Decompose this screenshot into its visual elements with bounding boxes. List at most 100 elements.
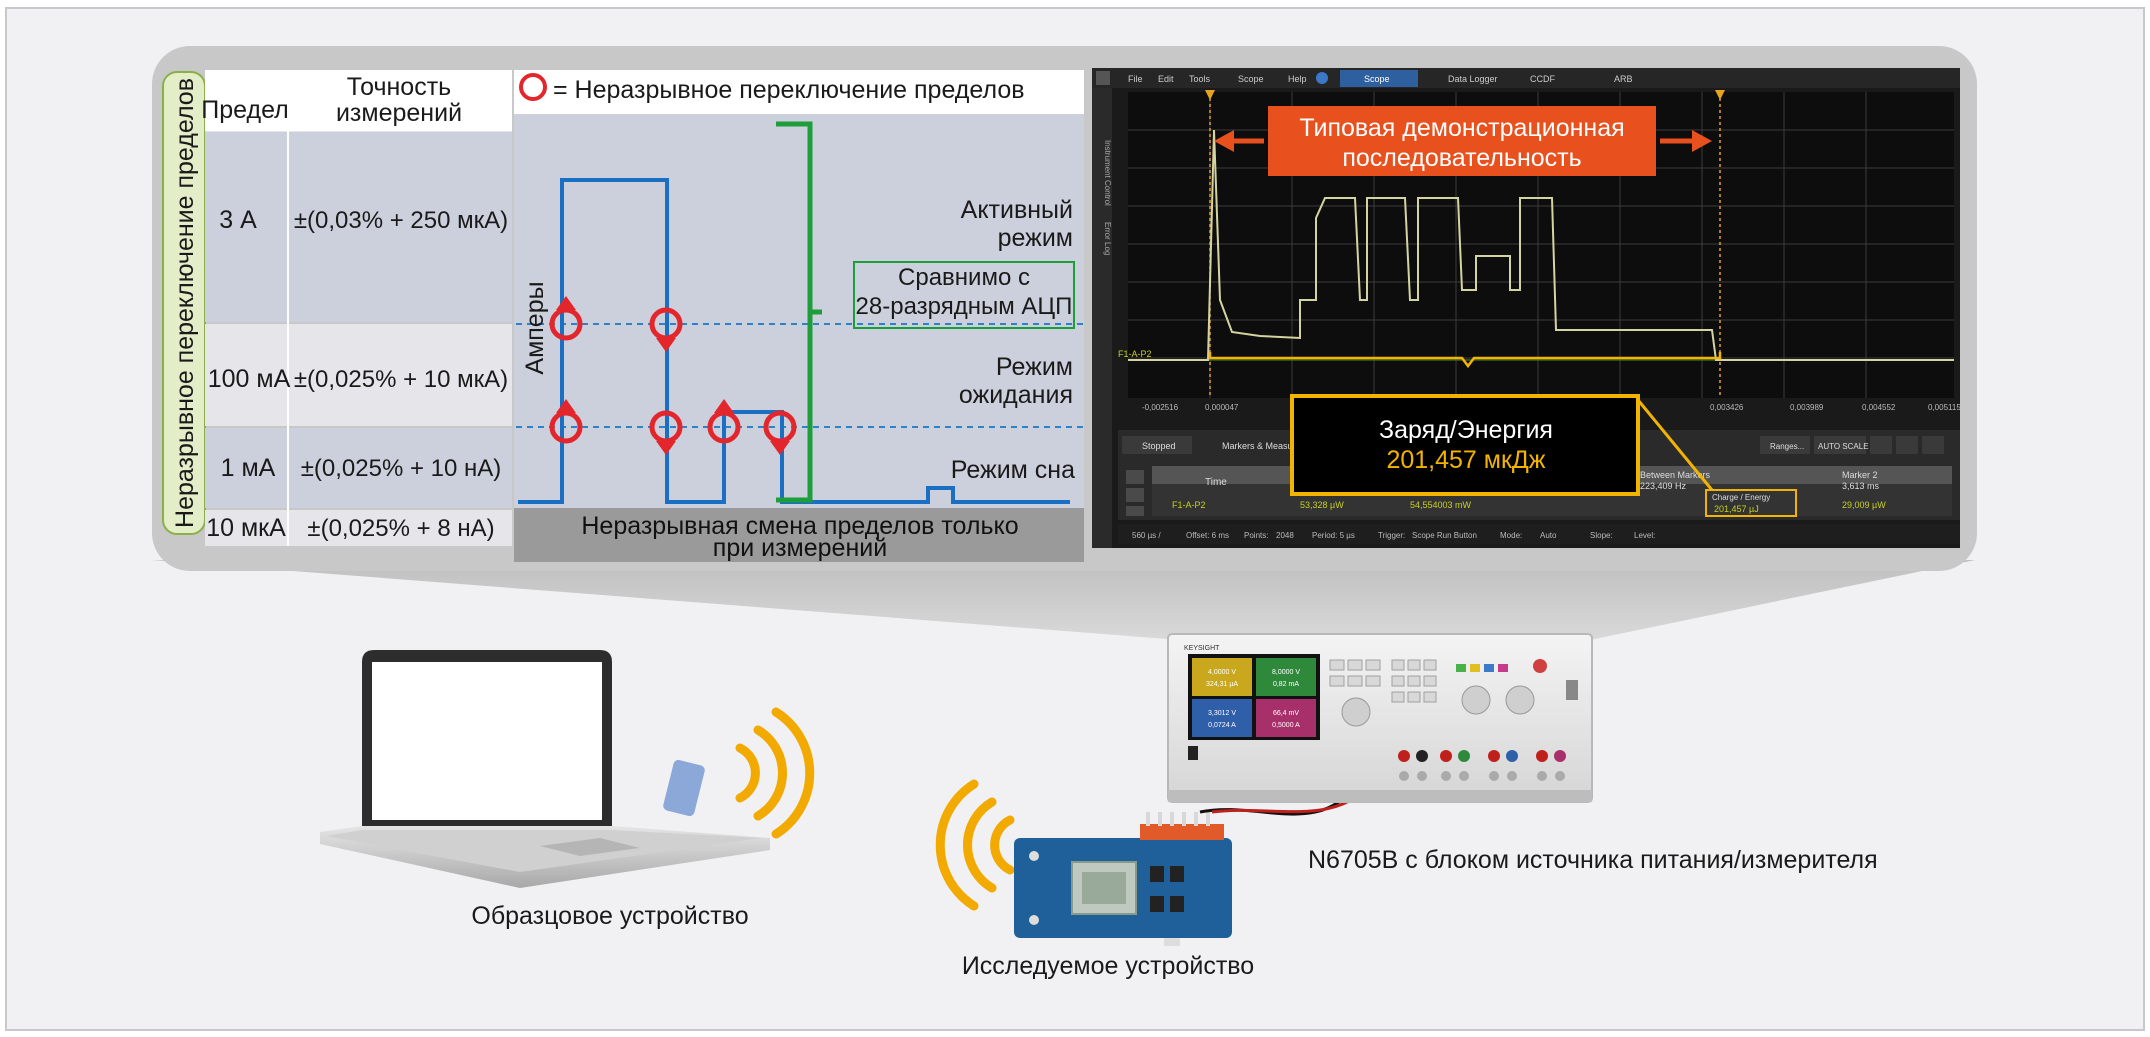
row-accuracy: ±(0,03% + 250 мкА) xyxy=(294,207,508,234)
row-channel: F1-A-P2 xyxy=(1172,500,1206,510)
points-label: Points: xyxy=(1244,531,1268,540)
markers-tab[interactable]: Markers & Measurements xyxy=(1222,441,1326,451)
legend-text: = Неразрывное переключение пределов xyxy=(553,76,1025,104)
zoom-out-icon[interactable] xyxy=(1896,436,1918,454)
ranges-button[interactable] xyxy=(1760,436,1810,454)
y-axis-label: Амперы xyxy=(521,281,549,374)
comparable-1: Сравнимо с xyxy=(898,264,1030,291)
power-switch[interactable] xyxy=(1188,746,1198,760)
current-waveform xyxy=(518,178,1070,504)
comparable-box xyxy=(853,261,1075,329)
active-mode-2: режим xyxy=(998,224,1073,252)
channel-tag: F1-A-P2 xyxy=(1118,349,1152,359)
col-charge: Charge / Energy xyxy=(1712,493,1770,502)
wifi-icon xyxy=(935,779,1015,911)
instrument-label: N6705B с блоком источника питания/измери… xyxy=(1308,846,1878,874)
mode-value[interactable]: Auto xyxy=(1540,531,1557,540)
period[interactable]: Period: 5 µs xyxy=(1312,531,1355,540)
wifi-icon xyxy=(735,707,815,839)
scope-trace xyxy=(1128,129,1954,361)
range-switch-markers xyxy=(549,296,797,455)
demo-line1: Типовая демонстрационная xyxy=(1299,114,1624,142)
menu-tools[interactable]: Tools xyxy=(1189,74,1211,84)
scope-screenshot: File Edit Tools Scope Help Scope Data Lo… xyxy=(1092,68,1961,548)
range-table: Неразрывное переключение пределов Предел… xyxy=(162,70,512,546)
tab-arb[interactable]: ARB xyxy=(1614,74,1633,84)
demo-callout xyxy=(1268,106,1656,176)
reference-label: Образцовое устройство xyxy=(471,902,748,930)
header-accuracy-1: Точность xyxy=(347,73,451,101)
navigation-knob[interactable] xyxy=(1341,697,1371,727)
output-terminals[interactable] xyxy=(1398,750,1566,781)
marker2-val: 29,009 µW xyxy=(1842,500,1886,510)
voltage-knob[interactable] xyxy=(1461,685,1491,715)
side-tab-error[interactable]: Error Log xyxy=(1103,222,1112,255)
table-row xyxy=(205,428,512,508)
ch3-current: 0,0724 A xyxy=(1208,722,1236,729)
charge-value: 201,457 мкДж xyxy=(1386,446,1545,474)
footer-line1: Неразрывная смена пределов только xyxy=(581,512,1018,540)
reference-laptop xyxy=(320,650,770,888)
demo-line2: последовательность xyxy=(1342,144,1581,172)
laptop-screen xyxy=(372,662,602,820)
waveform-panel: = Неразрывное переключение пределов Нера… xyxy=(514,70,1084,562)
charge-brace xyxy=(1208,352,1722,369)
trigger-value[interactable]: Scope Run Button xyxy=(1412,531,1477,540)
dut-label: Исследуемое устройство xyxy=(962,952,1254,980)
side-tab-instrument[interactable]: Instrument Control xyxy=(1103,140,1112,206)
menu-edit[interactable]: Edit xyxy=(1158,74,1174,84)
charge-callout xyxy=(1290,394,1640,496)
settings-bar xyxy=(1118,524,1960,544)
tab-ccdf[interactable]: CCDF xyxy=(1530,74,1555,84)
trigger-label: Trigger: xyxy=(1378,531,1405,540)
row-accuracy: ±(0,025% + 10 нА) xyxy=(301,455,502,482)
col-marker2: Marker 2 xyxy=(1842,470,1878,480)
n6705b-instrument: KEYSIGHT 4,0000 V 324,31 µA 8,0000 V 0,8… xyxy=(1167,633,1593,803)
mode-label: Mode: xyxy=(1500,531,1522,540)
zoom-in-icon[interactable] xyxy=(1870,436,1892,454)
table-icon[interactable] xyxy=(1126,488,1144,502)
ch2-voltage: 8,0000 V xyxy=(1272,669,1300,676)
table-row xyxy=(205,510,512,546)
slope-label: Slope: xyxy=(1590,531,1613,540)
row-range: 3 А xyxy=(219,206,257,234)
switch-marker xyxy=(763,410,797,455)
instrument-keypad[interactable] xyxy=(1329,659,1437,703)
row-range: 100 мА xyxy=(208,365,291,393)
current-knob[interactable] xyxy=(1505,685,1535,715)
ch4-voltage: 66,4 mV xyxy=(1273,710,1299,717)
waveform-footer xyxy=(514,508,1084,562)
zoom-fit-icon[interactable] xyxy=(1922,436,1944,454)
ch3-voltage: 3,3012 V xyxy=(1208,710,1236,717)
table-header xyxy=(205,70,512,130)
tab-scope-label: Scope xyxy=(1364,74,1390,84)
trackpad xyxy=(540,838,640,856)
range-switch-icon xyxy=(519,73,547,101)
side-strip xyxy=(1092,88,1112,548)
offset[interactable]: Offset: 6 ms xyxy=(1186,531,1229,540)
side-label: Неразрывное переключение пределов xyxy=(171,78,199,528)
delete-icon[interactable] xyxy=(1126,506,1144,516)
probe-icon[interactable] xyxy=(1126,470,1144,484)
x-tick: 0,000047 xyxy=(1205,403,1239,412)
table-row xyxy=(205,324,512,426)
footer-line2: при измерений xyxy=(713,534,887,562)
menu-file[interactable]: File xyxy=(1128,74,1143,84)
time-div[interactable]: 560 µs / xyxy=(1132,531,1161,540)
x-tick: 0,005115 xyxy=(1928,403,1961,412)
points-value[interactable]: 2048 xyxy=(1276,531,1294,540)
help-icon[interactable] xyxy=(1316,72,1328,84)
switch-marker xyxy=(549,399,583,444)
arrow-right-icon xyxy=(1692,130,1712,152)
tab-datalogger[interactable]: Data Logger xyxy=(1448,74,1498,84)
cell-power1: 53,328 µW xyxy=(1300,500,1344,510)
row-range: 1 мА xyxy=(221,454,276,482)
on-off-button[interactable] xyxy=(1533,659,1547,673)
menu-help[interactable]: Help xyxy=(1288,74,1307,84)
menu-scope[interactable]: Scope xyxy=(1238,74,1264,84)
autoscale-button[interactable] xyxy=(1814,436,1866,454)
tab-scope[interactable] xyxy=(1340,70,1418,87)
header-accuracy-2: измерений xyxy=(336,99,462,127)
ch4-current: 0,5000 A xyxy=(1272,722,1300,729)
usb-dongle xyxy=(663,759,705,817)
